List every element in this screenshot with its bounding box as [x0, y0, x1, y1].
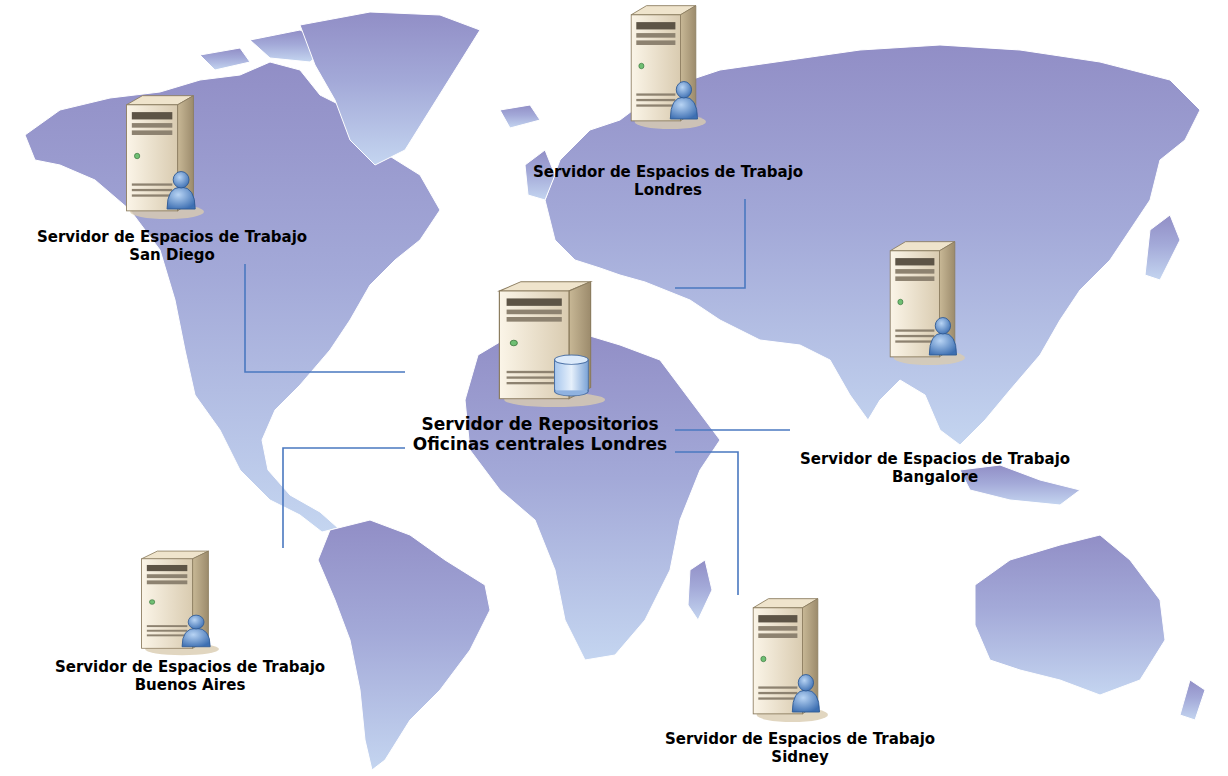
server-illustration [45, 548, 335, 656]
server-illustration [790, 238, 1080, 366]
workspace-server: Servidor de Espacios de Trabajo Buenos A… [45, 548, 335, 694]
server-label: Servidor de Espacios de Trabajo Sidney [655, 730, 945, 766]
server-label: Servidor de Espacios de Trabajo Londres [523, 163, 813, 199]
workspace-server: Servidor de Espacios de Trabajo Sidney [655, 595, 945, 766]
server-label: Servidor de Espacios de Trabajo Bangalor… [790, 450, 1080, 486]
server-label: Servidor de Repositorios Oficinas centra… [405, 414, 675, 455]
server-label: Servidor de Espacios de Trabajo Buenos A… [45, 658, 335, 694]
server-icon [621, 2, 706, 130]
server-icon [116, 92, 204, 220]
network-link [675, 452, 738, 595]
server-illustration [655, 595, 945, 723]
continents [25, 12, 1205, 770]
repository-server: Servidor de Repositorios Oficinas centra… [405, 278, 675, 455]
server-icon [880, 238, 965, 366]
server-illustration [523, 2, 813, 130]
server-illustration [405, 278, 675, 408]
workspace-server: Servidor de Espacios de Trabajo San Dieg… [27, 92, 317, 264]
server-label: Servidor de Espacios de Trabajo San Dieg… [27, 228, 317, 264]
server-icon [131, 548, 219, 656]
server-illustration [27, 92, 317, 220]
server-icon [743, 595, 828, 723]
workspace-server: Servidor de Espacios de Trabajo Londres [523, 2, 813, 199]
network-link [283, 448, 405, 548]
server-icon [485, 278, 605, 408]
network-link [675, 429, 790, 431]
network-link [245, 264, 405, 372]
network-link [675, 199, 745, 288]
workspace-server: Servidor de Espacios de Trabajo Bangalor… [790, 238, 1080, 486]
